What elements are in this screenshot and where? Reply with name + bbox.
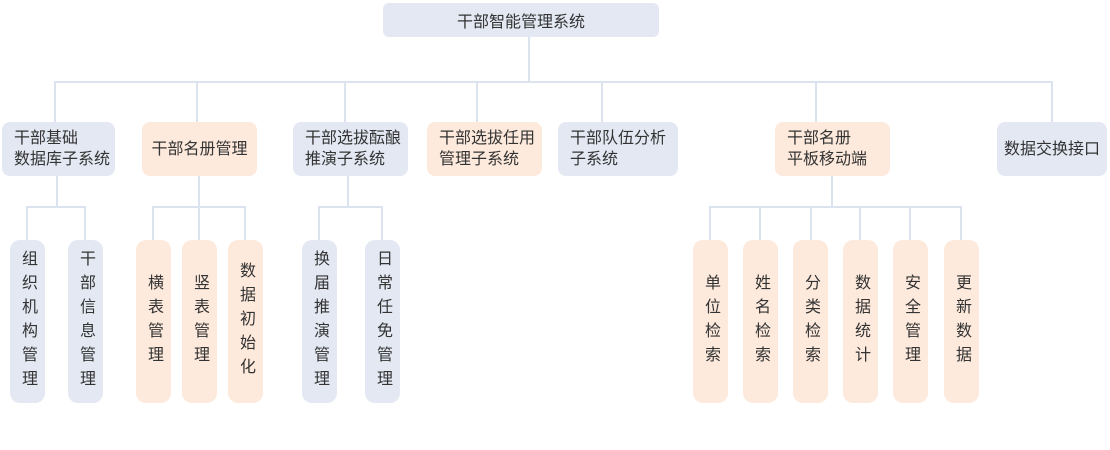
leaf-node-vertical-table: 竖表管理 [182, 240, 217, 403]
leaf-label: 单位检索 [702, 273, 719, 370]
connector [344, 81, 346, 122]
leaf-label: 换届推演管理 [311, 249, 328, 394]
connector [244, 206, 246, 240]
leaf-node-data-statistics: 数据统计 [843, 240, 878, 403]
leaf-label: 安全管理 [902, 273, 919, 370]
connector [709, 206, 962, 208]
leaf-node-unit-search: 单位检索 [693, 240, 728, 403]
subsystem-node-mobile: 干部名册 平板移动端 [775, 122, 890, 176]
leaf-label: 数据统计 [852, 273, 869, 370]
leaf-label: 姓名检索 [752, 273, 769, 370]
connector [831, 176, 833, 206]
connector [56, 176, 58, 206]
leaf-node-daily-appointment: 日常任免管理 [365, 240, 400, 403]
connector [54, 81, 56, 122]
connector [709, 206, 711, 240]
leaf-node-horizontal-table: 横表管理 [136, 240, 171, 403]
leaf-node-category-search: 分类检索 [793, 240, 828, 403]
connector [601, 81, 603, 122]
subsystem-node-analysis: 干部队伍分析 子系统 [558, 122, 678, 176]
leaf-node-data-init: 数据初始化 [228, 240, 263, 403]
connector [759, 206, 761, 240]
subsystem-node-appointment: 干部选拔任用 管理子系统 [427, 122, 542, 176]
connector [198, 206, 200, 240]
subsystem-node-database: 干部基础 数据库子系统 [2, 122, 115, 176]
connector [347, 176, 349, 206]
leaf-node-update-data: 更新数据 [944, 240, 979, 403]
connector [859, 206, 861, 240]
connector [810, 206, 812, 240]
connector [909, 206, 911, 240]
leaf-label: 分类检索 [802, 273, 819, 370]
connector [318, 206, 320, 240]
subsystem-node-selection: 干部选拔酝酿 推演子系统 [293, 122, 408, 176]
connector [1051, 81, 1053, 122]
connector [476, 81, 478, 122]
connector [528, 37, 530, 82]
leaf-node-security-management: 安全管理 [893, 240, 928, 403]
leaf-label: 横表管理 [145, 273, 162, 370]
leaf-node-org-structure: 组织机构管理 [10, 240, 45, 403]
subsystem-node-roster: 干部名册管理 [142, 122, 257, 176]
leaf-label: 组织机构管理 [19, 249, 36, 394]
connector [152, 206, 154, 240]
connector [381, 206, 383, 240]
leaf-node-name-search: 姓名检索 [743, 240, 778, 403]
leaf-node-term-transition: 换届推演管理 [302, 240, 337, 403]
leaf-node-cadre-info: 干部信息管理 [68, 240, 103, 403]
leaf-label: 更新数据 [953, 273, 970, 370]
leaf-label: 干部信息管理 [77, 249, 94, 394]
connector [196, 81, 198, 122]
connector [318, 206, 383, 208]
connector [26, 206, 28, 240]
connector [815, 81, 817, 122]
root-node: 干部智能管理系统 [383, 3, 659, 37]
leaf-label: 竖表管理 [191, 273, 208, 370]
connector [960, 206, 962, 240]
connector [54, 81, 1053, 83]
leaf-label: 数据初始化 [237, 261, 254, 382]
connector [198, 176, 200, 206]
connector [26, 206, 86, 208]
leaf-label: 日常任免管理 [374, 249, 391, 394]
subsystem-node-exchange: 数据交换接口 [997, 122, 1107, 176]
connector [84, 206, 86, 240]
